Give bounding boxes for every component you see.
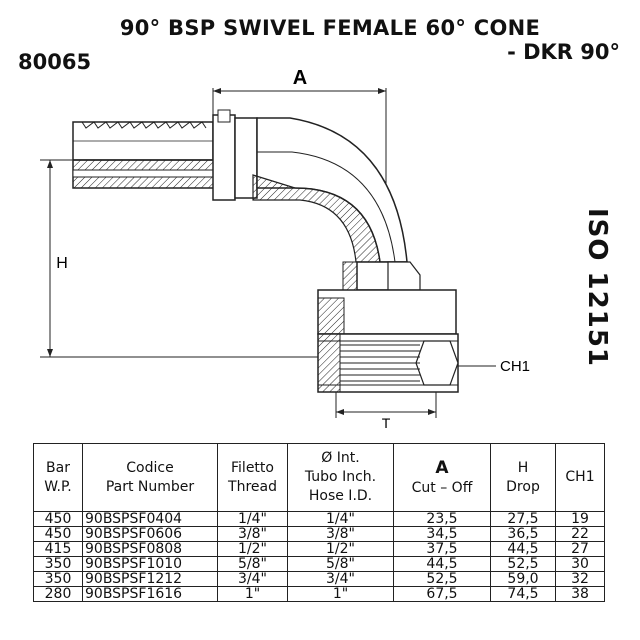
hex-nut-section (317, 333, 341, 393)
dim-ch1-label: CH1 (500, 358, 530, 375)
title-line-1: 90° BSP SWIVEL FEMALE 60° CONE (119, 16, 541, 40)
cell-bar: 350 (33, 556, 83, 572)
cell-drop: 44,5 (490, 541, 556, 557)
cell-hose-id: 1/2" (287, 541, 394, 557)
table-row: 350 90BSPSF1212 3/4" 3/4" 52,5 59,0 32 (33, 571, 605, 587)
cell-cut-off: 34,5 (393, 526, 491, 542)
neck-section (342, 261, 358, 291)
cell-part-number: 90BSPSF0606 (82, 526, 218, 542)
cell-cut-off: 37,5 (393, 541, 491, 557)
cell-ch1: 30 (555, 556, 605, 572)
cell-hose-id: 3/8" (287, 526, 394, 542)
cell-bar: 450 (33, 526, 83, 542)
cell-drop: 27,5 (490, 511, 556, 527)
table-row: 350 90BSPSF1010 5/8" 5/8" 44,5 52,5 30 (33, 556, 605, 572)
fitting-drawing: A H CH1 T (40, 67, 530, 431)
cell-drop: 59,0 (490, 571, 556, 587)
table-row: 450 90BSPSF0606 3/8" 3/8" 34,5 36,5 22 (33, 526, 605, 542)
cell-drop: 36,5 (490, 526, 556, 542)
cell-thread: 1/4" (217, 511, 288, 527)
collar (212, 114, 236, 201)
cell-cut-off: 67,5 (393, 586, 491, 602)
dim-a-label: A (293, 67, 307, 89)
cell-thread: 1/2" (217, 541, 288, 557)
table-row: 450 90BSPSF0404 1/4" 1/4" 23,5 27,5 19 (33, 511, 605, 527)
cell-thread: 3/8" (217, 526, 288, 542)
cell-hose-id: 3/4" (287, 571, 394, 587)
cell-bar: 350 (33, 571, 83, 587)
cell-ch1: 22 (555, 526, 605, 542)
cell-drop: 74,5 (490, 586, 556, 602)
elbow-inner-line (257, 151, 396, 263)
cell-ch1: 38 (555, 586, 605, 602)
cell-cut-off: 52,5 (393, 571, 491, 587)
col-hose-id: Ø Int.Tubo Inch.Hose I.D. (287, 443, 394, 512)
cell-bar: 415 (33, 541, 83, 557)
table-row: 415 90BSPSF0808 1/2" 1/2" 37,5 44,5 27 (33, 541, 605, 557)
cell-hose-id: 5/8" (287, 556, 394, 572)
dim-h-label: H (56, 255, 68, 272)
cell-thread: 1" (217, 586, 288, 602)
cell-bar: 450 (33, 511, 83, 527)
cell-bar: 280 (33, 586, 83, 602)
cell-part-number: 90BSPSF1010 (82, 556, 218, 572)
title-line-2: - DKR 90° (507, 40, 620, 64)
cell-hose-id: 1/4" (287, 511, 394, 527)
cell-part-number: 90BSPSF1212 (82, 571, 218, 587)
product-code: 80065 (18, 50, 92, 74)
col-ch1: CH1 (555, 443, 605, 512)
cell-part-number: 90BSPSF1616 (82, 586, 218, 602)
cell-cut-off: 23,5 (393, 511, 491, 527)
cell-ch1: 32 (555, 571, 605, 587)
cell-part-number: 90BSPSF0404 (82, 511, 218, 527)
cell-ch1: 19 (555, 511, 605, 527)
dim-t-label: T (382, 415, 391, 431)
cell-thread: 5/8" (217, 556, 288, 572)
cell-drop: 52,5 (490, 556, 556, 572)
table-row: 280 90BSPSF1616 1" 1" 67,5 74,5 38 (33, 586, 605, 602)
cell-ch1: 27 (555, 541, 605, 557)
nut-collar-section (317, 297, 345, 335)
cell-part-number: 90BSPSF0808 (82, 541, 218, 557)
cell-cut-off: 44,5 (393, 556, 491, 572)
thread (340, 344, 420, 382)
cell-hose-id: 1" (287, 586, 394, 602)
cell-thread: 3/4" (217, 571, 288, 587)
